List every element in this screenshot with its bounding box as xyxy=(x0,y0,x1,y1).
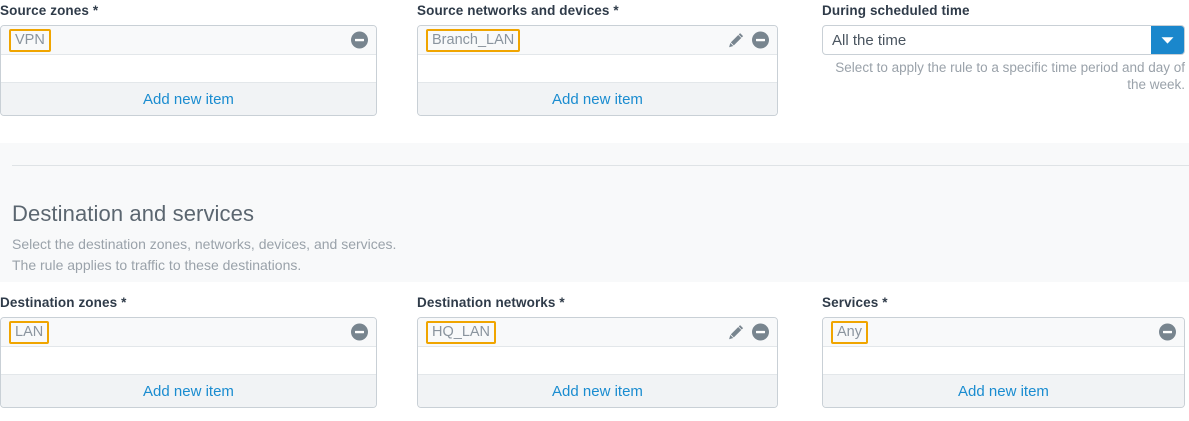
destination-networks-field: Destination networks * HQ_LAN xyxy=(417,295,778,408)
destination-networks-list: HQ_LAN xyxy=(417,317,778,408)
source-zones-label-text: Source zones xyxy=(0,3,89,18)
list-empty-row[interactable] xyxy=(1,55,376,83)
remove-circle-icon[interactable] xyxy=(351,323,368,341)
chevron-down-icon[interactable] xyxy=(1151,26,1184,54)
source-networks-label: Source networks and devices * xyxy=(417,3,778,19)
destination-networks-label-text: Destination networks xyxy=(417,295,556,310)
services-label: Services * xyxy=(822,295,1185,311)
scheduled-time-select[interactable]: All the time xyxy=(822,25,1185,55)
required-marker: * xyxy=(613,3,619,18)
item-chip[interactable]: VPN xyxy=(9,28,51,52)
services-label-text: Services xyxy=(822,295,879,310)
source-networks-list: Branch_LAN xyxy=(417,25,778,116)
required-marker: * xyxy=(121,295,127,310)
source-zones-field: Source zones * VPN Add new item xyxy=(0,3,377,116)
required-marker: * xyxy=(559,295,565,310)
pencil-icon[interactable] xyxy=(728,32,745,49)
list-empty-row[interactable] xyxy=(418,347,777,375)
destination-networks-label: Destination networks * xyxy=(417,295,778,311)
services-list: Any Add new item xyxy=(822,317,1185,408)
list-item[interactable]: LAN xyxy=(1,318,376,347)
add-new-item-button[interactable]: Add new item xyxy=(823,375,1184,407)
item-chip[interactable]: HQ_LAN xyxy=(426,320,497,344)
remove-circle-icon[interactable] xyxy=(351,31,368,49)
row-actions xyxy=(1159,323,1176,341)
scheduled-time-value[interactable]: All the time xyxy=(832,31,907,49)
list-empty-row[interactable] xyxy=(823,347,1184,375)
section-subtitle-line1: Select the destination zones, networks, … xyxy=(12,236,397,252)
section-heading-block: Destination and services Select the dest… xyxy=(12,201,396,276)
list-item[interactable]: Any xyxy=(823,318,1184,347)
required-marker: * xyxy=(882,295,888,310)
remove-circle-icon[interactable] xyxy=(752,31,769,49)
destination-zones-label-text: Destination zones xyxy=(0,295,118,310)
pencil-icon[interactable] xyxy=(728,324,745,341)
add-new-item-button[interactable]: Add new item xyxy=(418,375,777,407)
add-new-item-button[interactable]: Add new item xyxy=(418,83,777,115)
item-chip[interactable]: Branch_LAN xyxy=(426,28,521,52)
remove-circle-icon[interactable] xyxy=(752,323,769,341)
remove-circle-icon[interactable] xyxy=(1159,323,1176,341)
add-new-item-button[interactable]: Add new item xyxy=(1,83,376,115)
page-title: Destination and services xyxy=(12,201,255,226)
add-new-item-button[interactable]: Add new item xyxy=(1,375,376,407)
list-empty-row[interactable] xyxy=(1,347,376,375)
destination-zones-field: Destination zones * LAN Add new item xyxy=(0,295,377,408)
list-empty-row[interactable] xyxy=(418,55,777,83)
scheduled-time-field: During scheduled time All the time Selec… xyxy=(822,3,1185,93)
item-chip[interactable]: LAN xyxy=(9,320,50,344)
row-actions xyxy=(728,323,769,341)
destination-zones-label: Destination zones * xyxy=(0,295,377,311)
row-actions xyxy=(728,31,769,49)
source-networks-label-text: Source networks and devices xyxy=(417,3,610,18)
scheduled-time-label: During scheduled time xyxy=(822,3,1185,19)
list-item[interactable]: HQ_LAN xyxy=(418,318,777,347)
scheduled-time-help: Select to apply the rule to a specific t… xyxy=(835,60,1185,92)
services-field: Services * Any Add new item xyxy=(822,295,1185,408)
required-marker: * xyxy=(92,3,99,18)
scheduled-time-label-text: During scheduled time xyxy=(822,3,970,18)
destination-zones-list: LAN Add new item xyxy=(0,317,377,408)
list-item[interactable]: Branch_LAN xyxy=(418,26,777,55)
source-zones-label: Source zones * xyxy=(0,3,377,19)
list-item[interactable]: VPN xyxy=(1,26,376,55)
item-chip[interactable]: Any xyxy=(831,320,868,344)
row-actions xyxy=(351,323,368,341)
row-actions xyxy=(351,31,368,49)
section-subtitle-line2: The rule applies to traffic to these des… xyxy=(12,257,302,273)
source-zones-list: VPN Add new item xyxy=(0,25,377,116)
destination-section-band: Destination and services Select the dest… xyxy=(0,143,1189,282)
section-divider xyxy=(12,165,1189,166)
source-networks-field: Source networks and devices * Branch_LAN xyxy=(417,3,778,116)
